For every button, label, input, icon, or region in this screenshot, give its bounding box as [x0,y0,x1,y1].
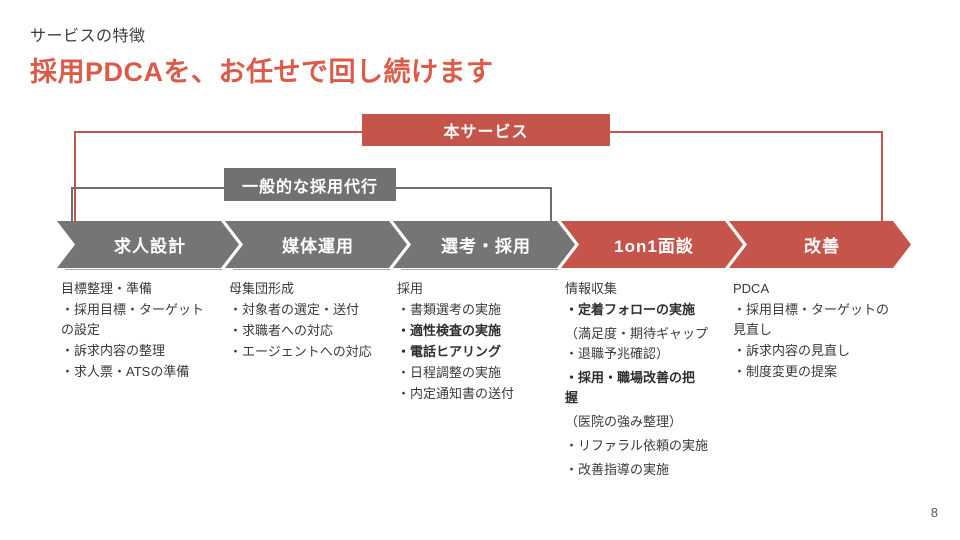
step-detail-heading: 母集団形成 [229,281,295,296]
process-step-arrow-1: 求人設計 [57,221,239,268]
step-details-2: 母集団形成・対象者の選定・送付・求職者への対応・エージェントへの対応 [229,279,404,363]
step-detail-item: ・採用目標・ターゲット の設定 [61,302,205,337]
step-detail-heading: 情報収集 [565,281,618,296]
step-detail-heading: 採用 [397,281,424,296]
step-detail-item: ・適性検査の実施 [397,323,502,338]
page-number: 8 [930,505,938,520]
step-detail-item: （満足度・期待ギャップ ・退職予兆確認） [565,326,709,361]
step-detail-heading: PDCA [733,281,770,296]
step-detail-item: ・制度変更の提案 [733,364,838,379]
process-step-label: 媒体運用 [282,237,354,256]
step-details-5: PDCA ・採用目標・ターゲットの 見直し・訴求内容の見直し・制度変更の提案 [733,279,908,383]
step-detail-item: ・内定通知書の送付 [397,386,515,401]
step-detail-item: ・定着フォローの実施 [565,302,696,317]
step-detail-item: ・対象者の選定・送付 [229,302,360,317]
step-detail-item: ・エージェントへの対応 [229,344,372,359]
step-details-3: 採用・書類選考の実施・適性検査の実施・電話ヒアリング・日程調整の実施・内定通知書… [397,279,572,405]
slide-subtitle: サービスの特徴 [30,28,146,45]
process-step-label: 求人設計 [114,237,186,256]
arrow-underline [233,269,390,270]
arrow-underline [65,269,222,270]
process-step-arrow-4: 1on1面談 [561,221,743,268]
service-scope-label: 本サービス [362,114,610,146]
step-detail-item: ・採用・職場改善の把 握 [565,370,696,405]
process-step-label: 選考・採用 [441,237,531,256]
process-step-arrow-2: 媒体運用 [225,221,407,268]
step-detail-heading: 目標整理・準備 [61,281,153,296]
process-step-arrow-5: 改善 [729,221,911,268]
step-details-1: 目標整理・準備・採用目標・ターゲット の設定・訴求内容の整理・求人票・ATSの準… [61,279,236,383]
step-detail-item: （医院の強み整理） [565,414,683,429]
step-detail-item: ・日程調整の実施 [397,365,502,380]
generic-scope-label: 一般的な採用代行 [224,168,396,201]
step-detail-item: ・電話ヒアリング [397,344,502,359]
step-detail-item: ・求職者への対応 [229,323,334,338]
step-detail-item: ・求人票・ATSの準備 [61,364,190,379]
step-detail-item: ・採用目標・ターゲットの 見直し [733,302,890,337]
step-detail-item: ・訴求内容の整理 [61,343,166,358]
step-detail-item: ・リファラル依頼の実施 [565,438,709,453]
arrow-underline [401,269,558,270]
step-detail-item: ・訴求内容の見直し [733,343,851,358]
slide-title: 採用PDCAを、お任せで回し続けます [30,57,494,87]
step-details-4: 情報収集・定着フォローの実施 （満足度・期待ギャップ ・退職予兆確認） ・採用・職場… [565,279,740,484]
process-step-label: 1on1面談 [614,237,694,256]
process-step-label: 改善 [804,237,840,256]
process-step-arrow-3: 選考・採用 [393,221,575,268]
step-detail-item: ・改善指導の実施 [565,462,670,477]
step-detail-item: ・書類選考の実施 [397,302,502,317]
